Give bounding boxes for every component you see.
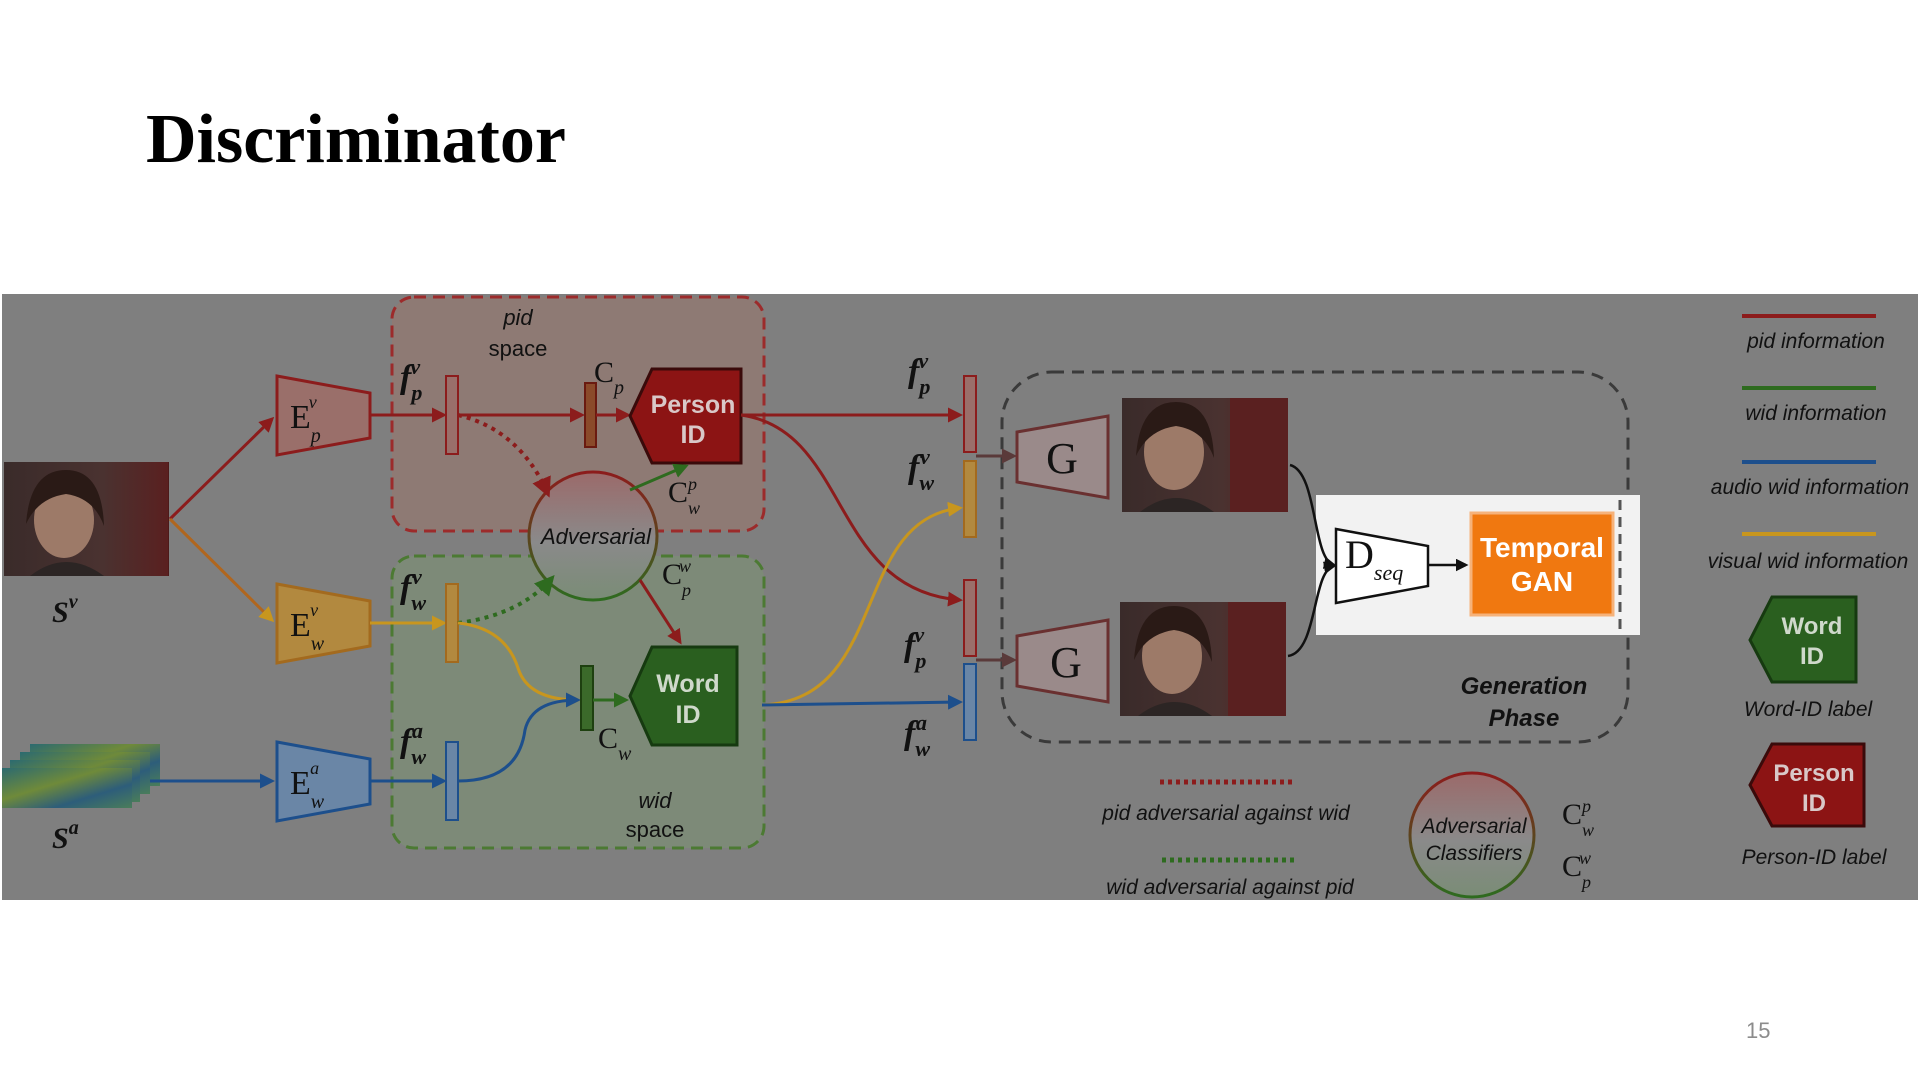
- input-visual-label: Sv: [52, 591, 79, 629]
- feature-bar-fpv: [445, 375, 459, 455]
- input-audio-spectrogram: [2, 744, 160, 808]
- generated-frames-lower: [1120, 602, 1286, 716]
- arrow-frames-lower-to-dseq: [1287, 561, 1337, 658]
- generator-upper-label: G: [1046, 434, 1078, 483]
- legend-person-id-label-2: ID: [1802, 790, 1826, 817]
- legend-person-id-caption: Person-ID label: [1742, 846, 1888, 869]
- adversarial-circle: [527, 470, 659, 602]
- feature-label-fwv-upper: fwv: [908, 444, 934, 495]
- dotted-fwv-to-adversarial: [457, 574, 555, 625]
- generation-phase-label-2: Phase: [1489, 705, 1560, 732]
- encoder-ewv-label: Ewv: [290, 600, 325, 655]
- page-number: 15: [1746, 1018, 1771, 1043]
- generation-phase-box: [1000, 370, 1630, 744]
- curve-fpv-to-lower: [740, 413, 963, 607]
- legend-pid-adversarial-label: pid adversarial against wid: [1101, 802, 1351, 825]
- generator-upper: [1015, 414, 1110, 500]
- encoder-ewa: [275, 740, 372, 823]
- classifier-bar-cw: [580, 665, 594, 731]
- legend-classifier-cwp: Cwp: [1562, 796, 1594, 840]
- adversarial-label: Adversarial: [539, 524, 652, 549]
- classifier-label-cw: Cw: [598, 722, 632, 765]
- legend-person-id-label-1: Person: [1773, 760, 1854, 787]
- encoder-ep: [275, 374, 372, 457]
- dseq-label: Dseq: [1345, 532, 1403, 585]
- temporal-gan-block: [1469, 511, 1615, 617]
- feature-bar-fwv-upper: [963, 460, 977, 538]
- wid-space-label-1: wid: [638, 788, 672, 813]
- classifier-label-cpw: Cpw: [662, 556, 691, 600]
- legend-word-id-label-2: ID: [1800, 643, 1824, 670]
- slide-title: Discriminator: [146, 101, 566, 178]
- generator-lower-label: G: [1050, 638, 1082, 687]
- feature-bar-fwv: [445, 583, 459, 663]
- temporal-gan-label-1: Temporal: [1480, 532, 1604, 563]
- generation-phase-label-1: Generation: [1461, 673, 1588, 700]
- feature-label-fwv: fwv: [400, 564, 426, 615]
- arrow-input-to-ewv: [168, 517, 275, 623]
- legend-audio-label: audio wid information: [1711, 476, 1909, 499]
- encoder-ewa-label: Ewa: [290, 758, 325, 813]
- generated-frames-upper: [1122, 398, 1288, 512]
- pid-space-label-1: pid: [502, 305, 533, 330]
- pid-space-label-2: space: [489, 336, 548, 361]
- feature-label-fpv: fpv: [400, 354, 422, 405]
- legend-adversarial-classifiers-1: Adversarial: [1419, 815, 1527, 838]
- person-id-label-2: ID: [681, 421, 706, 449]
- input-audio-label: Sa: [52, 817, 79, 855]
- feature-bar-fwa: [445, 741, 459, 821]
- arrow-frames-upper-to-dseq: [1289, 463, 1337, 569]
- person-id-label-1: Person: [651, 391, 736, 419]
- encoder-ep-label: Epv: [290, 392, 321, 447]
- arrow-input-to-ep: [168, 416, 275, 521]
- classifier-bar-cp: [584, 382, 597, 448]
- feature-bar-fwa-lower: [963, 663, 977, 741]
- arrow-fwa-to-cw: [457, 692, 581, 783]
- word-id-label-1: Word: [656, 670, 719, 698]
- feature-label-fpv-upper: fpv: [908, 348, 930, 399]
- arrow-adversarial-to-wordid: [638, 579, 682, 645]
- legend-person-id-block: [1748, 742, 1866, 828]
- classifier-label-cp: Cp: [594, 356, 624, 399]
- person-id-block: [628, 367, 743, 465]
- arrow-fwv-to-cw: [457, 621, 581, 708]
- legend-visual-label: visual wid information: [1708, 550, 1909, 573]
- curve-fwv-to-upper: [761, 501, 963, 707]
- legend-word-id-label-1: Word: [1782, 613, 1843, 640]
- legend-wid-label: wid information: [1745, 402, 1886, 425]
- legend-adversarial-circle: [1408, 771, 1536, 899]
- encoder-ewv: [275, 582, 372, 665]
- classifier-label-cwp: Cwp: [668, 474, 700, 518]
- dseq-block: [1334, 527, 1430, 605]
- word-id-label-2: ID: [676, 701, 701, 729]
- temporal-gan-label-2: GAN: [1511, 566, 1573, 597]
- arrow-adversarial-to-personid: [629, 463, 689, 492]
- legend-classifier-cpw: Cpw: [1562, 848, 1591, 892]
- legend-adversarial-classifiers-2: Classifiers: [1426, 842, 1523, 865]
- feature-label-fwa: fwa: [400, 718, 426, 769]
- curve-fwa-to-lower: [761, 694, 963, 710]
- legend-word-id-caption: Word-ID label: [1744, 698, 1874, 721]
- legend-wid-adversarial-label: wid adversarial against pid: [1106, 876, 1355, 899]
- input-video-frames: [4, 462, 169, 576]
- feature-label-fpv-lower: fpv: [904, 622, 926, 673]
- feature-bar-fpv-lower: [963, 579, 977, 657]
- legend-pid-label: pid information: [1746, 330, 1885, 353]
- feature-bar-fpv-upper: [963, 375, 977, 453]
- dotted-fpv-to-adversarial: [457, 413, 551, 498]
- legend-word-id-block: [1748, 595, 1858, 684]
- feature-label-fwa-lower: fwa: [904, 710, 930, 761]
- word-id-block: [628, 645, 739, 747]
- generator-lower: [1015, 618, 1110, 704]
- wid-space-label-2: space: [626, 817, 685, 842]
